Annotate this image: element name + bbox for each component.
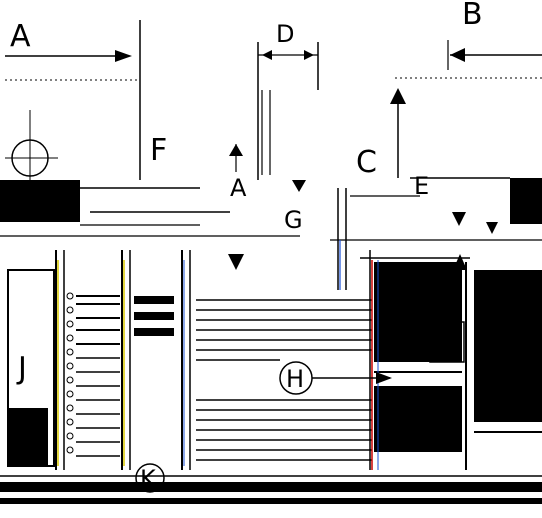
label-d-top: D — [276, 20, 294, 48]
label-f: F — [150, 133, 167, 168]
label-a-top: A — [10, 19, 31, 54]
rivet-column — [66, 292, 74, 454]
label-c: C — [356, 145, 377, 180]
label-j: J — [16, 351, 27, 386]
label-e: E — [414, 172, 429, 200]
reference-lines — [0, 187, 542, 241]
arrow-up-icon — [390, 88, 406, 104]
datum-triangles — [228, 180, 306, 270]
dimension-lines — [5, 20, 542, 180]
base-plate — [0, 475, 542, 504]
right-block — [510, 178, 542, 224]
label-h: H — [286, 365, 304, 393]
arrow-left-icon — [450, 48, 465, 62]
hatch-lines — [196, 299, 372, 461]
color-accents — [57, 240, 341, 466]
right-assembly — [312, 177, 542, 470]
left-block — [0, 180, 80, 222]
hole-symbol — [5, 110, 58, 180]
arrow-right-icon — [115, 50, 132, 62]
label-k: K — [140, 465, 157, 493]
left-assembly — [7, 250, 372, 470]
label-d-right: D — [438, 330, 456, 358]
label-b-top: B — [462, 0, 483, 32]
label-a-mid: A — [230, 174, 247, 202]
ladder-rungs — [76, 295, 120, 457]
callout-d-box — [429, 321, 465, 363]
callout-g-circle — [279, 361, 313, 395]
callout-k-circle — [135, 463, 165, 493]
label-g: G — [284, 206, 303, 234]
